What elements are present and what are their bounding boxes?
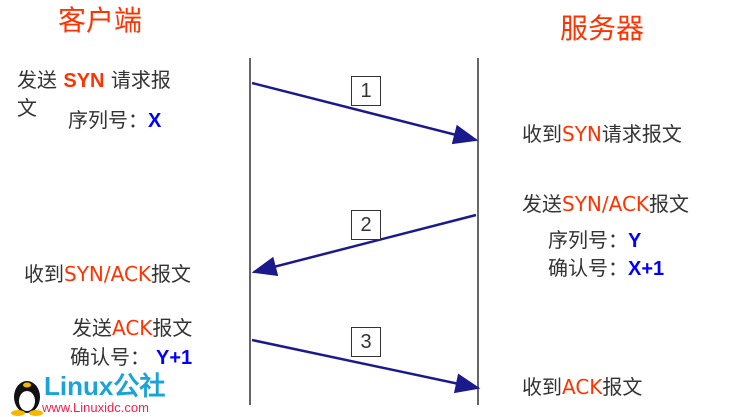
client-send-ack: 发送ACK报文 (72, 316, 193, 340)
server-ack-num: 确认号：X+1 (548, 256, 665, 280)
server-recv-ack: 收到ACK报文 (522, 375, 643, 399)
ack-arrow (251, 338, 481, 394)
server-send-synack: 发送SYN/ACK报文 (522, 192, 690, 216)
client-send-syn-cont: 文 (17, 96, 37, 120)
client-ack-num: 确认号：Y+1 (70, 345, 193, 369)
step-2-label: 2 (351, 210, 381, 240)
step-1-label: 1 (351, 76, 381, 106)
client-seq: 序列号：X (68, 108, 162, 132)
client-send-syn: 发送 SYN 请求报 (17, 68, 171, 92)
server-title: 服务器 (560, 12, 645, 45)
step-3-label: 3 (351, 327, 381, 357)
client-title: 客户端 (58, 4, 143, 37)
synack-arrow (251, 213, 477, 277)
syn-arrow (251, 81, 479, 145)
server-seq: 序列号：Y (548, 228, 642, 252)
penguin-icon (11, 381, 43, 416)
watermark-url: www.Linuxidc.com (42, 400, 149, 415)
watermark-brand: Linux公社 (44, 371, 166, 401)
client-recv-synack: 收到SYN/ACK报文 (24, 262, 192, 286)
server-recv-syn: 收到SYN请求报文 (522, 122, 682, 146)
watermark: Linux公社 www.Linuxidc.com (6, 372, 176, 416)
